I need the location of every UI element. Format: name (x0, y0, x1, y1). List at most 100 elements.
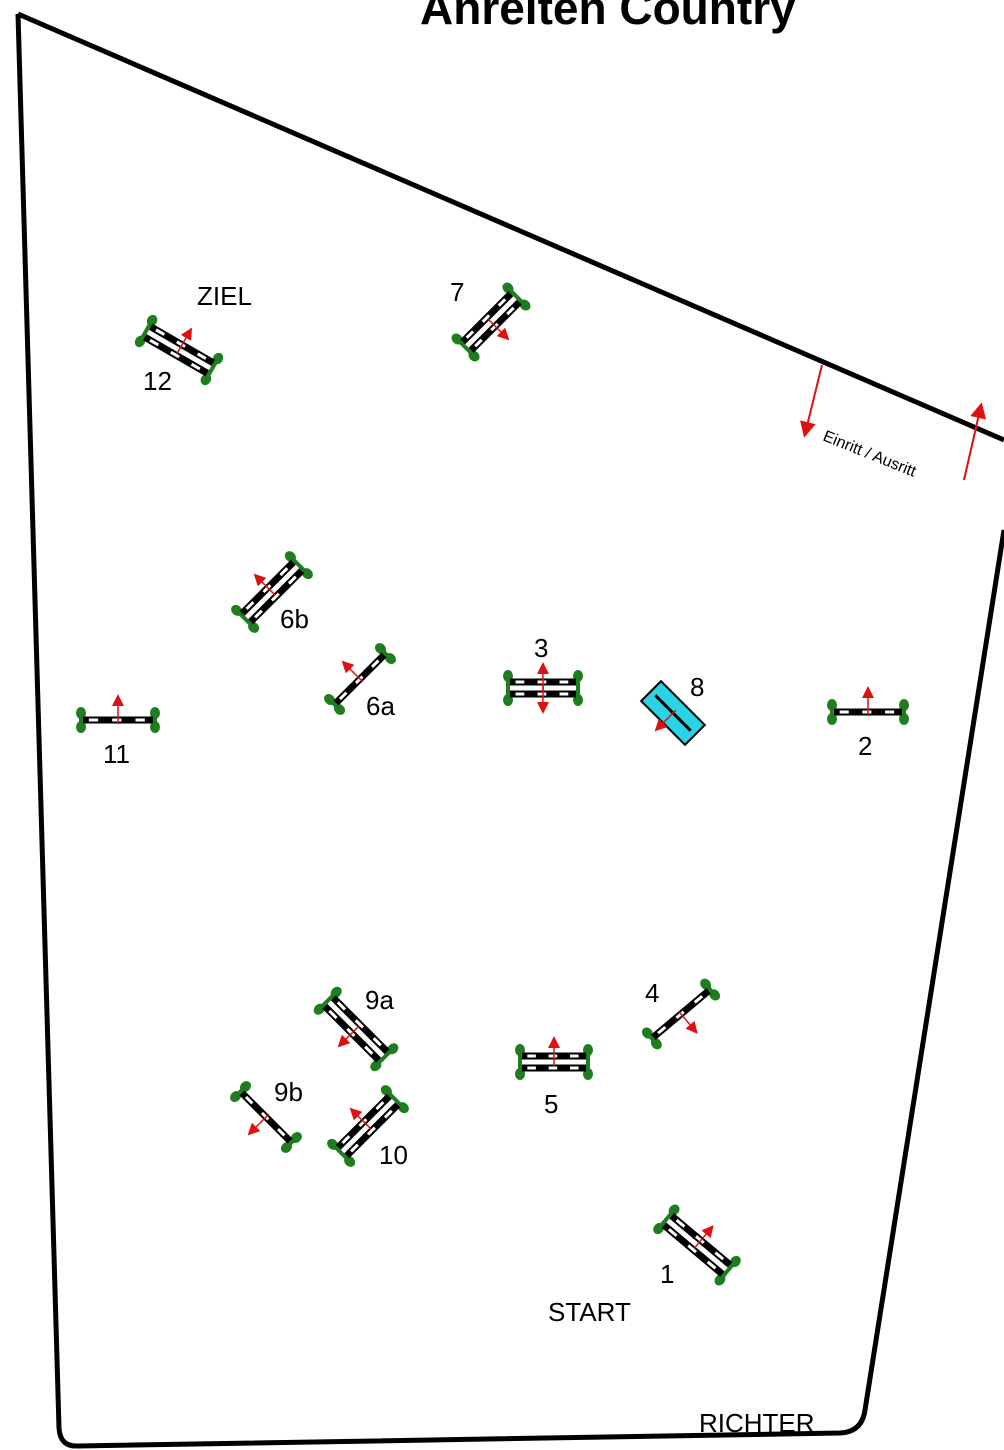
pole-stripe (244, 1095, 254, 1105)
direction-arrow-icon (247, 1113, 270, 1136)
pole-stripe (88, 718, 99, 722)
pole-front-stripe (176, 340, 186, 348)
obstacle-label-6b: 6b (280, 604, 309, 634)
direction-arrow-icon (349, 1107, 372, 1130)
direction-arrow-icon (654, 709, 677, 732)
wing-left-bottom (344, 1155, 356, 1167)
pole-front-stripe (675, 1218, 686, 1228)
pole-back-stripe (383, 1109, 393, 1119)
pole-back-stripe (366, 1126, 376, 1136)
obstacle-9a[interactable] (310, 984, 401, 1075)
direction-arrow-icon (337, 1025, 360, 1048)
pole-front-stripe (559, 680, 569, 684)
pole-front-stripe (354, 1019, 364, 1029)
pole-back-stripe (253, 609, 263, 619)
obstacle-label-7: 7 (450, 277, 464, 307)
wing-right-top (729, 1255, 741, 1268)
wing-left-top (827, 699, 837, 711)
pole-stripe (135, 718, 145, 722)
pole-front-stripe (537, 680, 547, 684)
wing-left-bottom (650, 1038, 662, 1050)
wing-right-bottom (150, 721, 160, 733)
wing-right-top (212, 352, 224, 365)
wing-right-bottom (899, 713, 909, 725)
wing-left-bottom (827, 713, 837, 725)
obstacle-7[interactable] (449, 280, 534, 365)
wing-right-top (899, 699, 909, 711)
obstacles-layer (76, 280, 909, 1288)
pole-front-stripe (465, 330, 475, 339)
wing-left-bottom (230, 1090, 242, 1103)
pole-front-stripe (570, 1054, 579, 1058)
wing-left-top (239, 1081, 252, 1093)
wing-left-bottom (333, 703, 346, 715)
obstacle-label-12: 12 (143, 366, 172, 396)
pole-back-stripe (570, 1066, 579, 1070)
pole-front-stripe (155, 328, 166, 336)
wing-left-top (641, 1027, 653, 1039)
pole-front-stripe (527, 1054, 536, 1058)
pole-back-stripe (364, 1045, 374, 1055)
wing-left-bottom (313, 1003, 325, 1015)
wing-right-bottom (200, 373, 212, 386)
arena-boundary (15, 11, 1004, 1449)
wing-left-top (76, 707, 86, 719)
obstacle-10[interactable] (323, 1081, 411, 1169)
wing-right-bottom (280, 1141, 293, 1153)
entrance-arrows: Einritt / Ausritt (800, 364, 987, 481)
pole-stripe (839, 710, 849, 714)
direction-arrow-icon (487, 318, 510, 341)
wing-left-bottom (248, 621, 260, 633)
direction-arrow-icon (341, 660, 364, 683)
pole-back-stripe (687, 1244, 698, 1254)
obstacle-4[interactable] (640, 976, 727, 1057)
obstacle-label-2: 2 (858, 731, 872, 761)
obstacle-8[interactable] (637, 679, 707, 749)
obstacle-12[interactable] (133, 311, 226, 387)
obstacle-3[interactable] (503, 662, 583, 714)
pole-front-stripe (714, 1251, 725, 1261)
obstacle-11[interactable] (76, 694, 160, 733)
wing-right-bottom (370, 1060, 382, 1072)
wing-right-bottom (397, 1102, 409, 1114)
wing-right-top (284, 551, 296, 563)
pole-front-stripe (245, 601, 255, 611)
wing-right-bottom (384, 652, 396, 665)
pole-back-stripe (190, 362, 201, 371)
pole-front-stripe (336, 1001, 347, 1011)
wing-right-top (374, 643, 387, 655)
pole-back-stripe (349, 1143, 359, 1153)
obstacle-9b[interactable] (223, 1079, 304, 1160)
entrance-label: Einritt / Ausritt (821, 428, 919, 481)
pole-back-stripe (490, 322, 499, 332)
pole-stripe (276, 1127, 286, 1137)
obstacle-6b[interactable] (227, 547, 315, 635)
pole-front-stripe (375, 1101, 385, 1111)
pole-back-stripe (537, 692, 547, 696)
obstacle-1[interactable] (651, 1201, 744, 1288)
pole-back-stripe (506, 306, 515, 316)
pole-stripe (885, 710, 895, 714)
direction-arrow-icon (677, 1010, 698, 1034)
obstacle-label-4: 4 (645, 978, 659, 1008)
obstacle-label-6a: 6a (366, 691, 395, 721)
pole-back-stripe (287, 575, 297, 585)
pole-back-stripe (559, 692, 569, 696)
pole-stripe (675, 1010, 685, 1020)
wing-left-bottom (653, 1222, 665, 1235)
wing-left-top (324, 693, 336, 706)
obstacle-6a[interactable] (317, 636, 398, 717)
obstacle-label-1: 1 (660, 1259, 674, 1289)
wing-left-top (327, 1138, 339, 1150)
wing-left-top (330, 986, 342, 998)
pole-stripe (370, 659, 380, 669)
obstacle-2[interactable] (827, 686, 909, 725)
pole-front-stripe (548, 1054, 558, 1058)
obstacle-labels: 1 2 3 4 5 6a 6b 7 8 9a 9b 10 11 12 (103, 277, 872, 1289)
pole-front-stripe (695, 1235, 705, 1244)
obstacle-5[interactable] (515, 1036, 593, 1080)
pole-back-stripe (149, 338, 160, 347)
pole-front-stripe (279, 567, 289, 577)
pole-front-stripe (358, 1118, 368, 1128)
